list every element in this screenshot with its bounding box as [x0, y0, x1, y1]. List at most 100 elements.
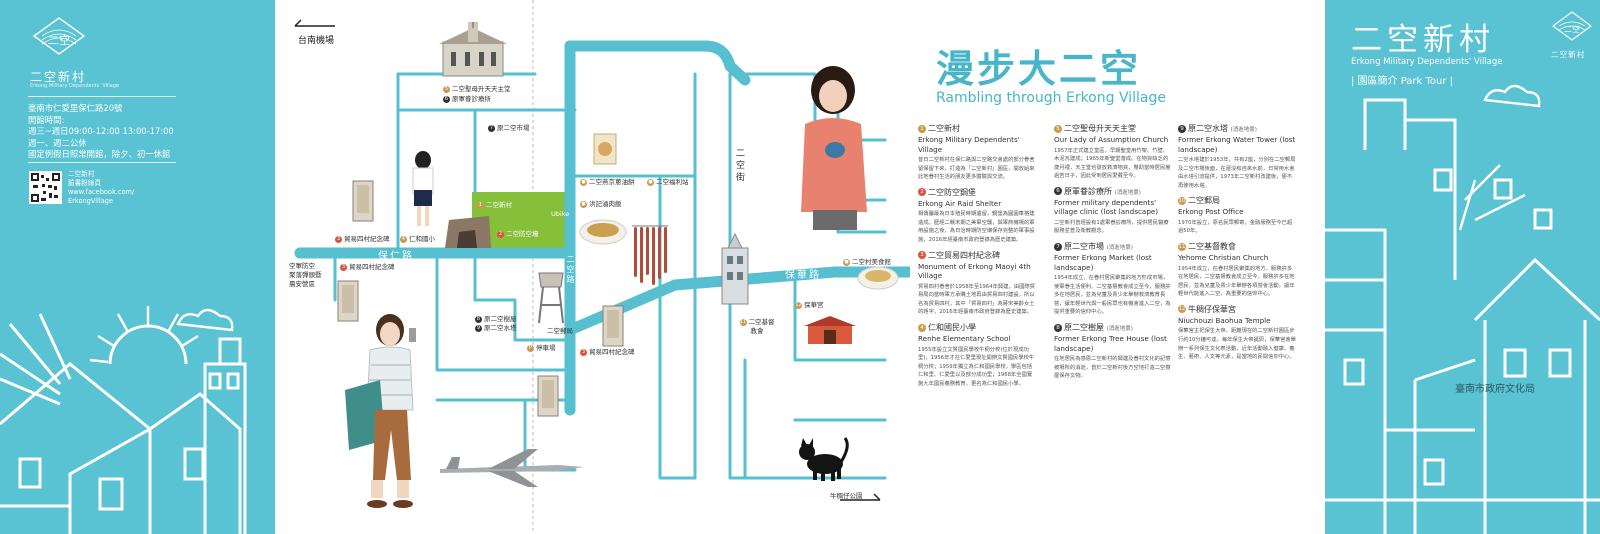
entry-name-zh: 二空郵局	[1188, 196, 1220, 206]
entry-description: 貿易四村眷舍於1958年至1964年興建，由國際貿易局向當時軍方承購土地再由貿易…	[918, 283, 1036, 316]
sausage-illustration	[632, 225, 668, 285]
woman-with-phone-illustration	[345, 314, 416, 508]
entry-description: 相傳屬最為日本殖民時期遺留，鋼堡為圓圓車格建造成。歷經二戰末期之美軍空襲，與軍商…	[918, 211, 1035, 244]
cover-skyline-illustration	[1325, 84, 1600, 534]
map-label-air-defense: 空軍防空 聚落彈頭暨 晨安營區	[289, 262, 322, 288]
map-label-village-food: ●二空村美食館	[843, 258, 891, 266]
entry-number: 11	[1178, 242, 1186, 251]
divider	[28, 96, 176, 97]
entry-name-zh: 原軍眷診療所	[1064, 186, 1112, 196]
road-erkong-road: 二空路	[566, 255, 575, 285]
logo-subtitle: Erkong Military Dependents' Village	[30, 83, 120, 89]
entry-name-en: Erkong Military Dependents' Village	[918, 135, 1020, 154]
entry-name-en: Yehome Christian Church	[1178, 253, 1269, 263]
visit-info: 臺南市仁愛里保仁路20號 開館時間: 週三~週日09:00-12:00 13:0…	[28, 103, 174, 161]
map-label-ubike[interactable]: Ubike	[551, 210, 570, 218]
entry-name-en: Erkong Air Raid Shelter	[918, 198, 1002, 208]
facebook-url-path[interactable]: ErkongVillage	[68, 197, 114, 205]
entry-number: 7	[1054, 242, 1062, 251]
logo-name: 二空新村	[30, 70, 87, 84]
entry-tag: (消逝地景)	[1106, 245, 1133, 252]
entry-name-zh: 牛稠仔保華宮	[1188, 304, 1236, 314]
fighter-jet-illustration	[440, 449, 584, 487]
black-cat-illustration	[799, 437, 849, 481]
entry-name-en: Former Erkong Market (lost landscape)	[1054, 253, 1152, 272]
map-label-breakfast: ●二空燕京蔥油餅	[580, 178, 635, 186]
entry-name-zh: 二空新村	[928, 124, 960, 133]
entry-name-zh: 二空聖母升天天主堂	[1064, 124, 1136, 133]
road-erkong-street: 二空街	[734, 148, 744, 184]
entry-name-en: Our Lady of Assumption Church	[1054, 135, 1169, 144]
address: 臺南市仁愛里保仁路20號	[28, 103, 123, 113]
map-roads-svg	[294, 0, 910, 534]
entry-number: 1	[918, 124, 926, 133]
entry-name-en: Former military dependents' village clin…	[1054, 197, 1159, 217]
entry-name-zh: 仁和國民小學	[928, 323, 976, 333]
divider	[28, 162, 176, 163]
village-food-illustration	[857, 266, 899, 290]
entry-number: 5	[1054, 124, 1062, 133]
cover-title: 二空新村	[1351, 22, 1495, 58]
svg-text:二空: 二空	[48, 33, 70, 47]
opening-hours: 週三~週日09:00-12:00 13:00-17:00	[28, 126, 174, 136]
entry-description: 1955年設立文賢國民學校牛稠分校(位於現成功里)，1956年才在仁愛里現址開辦…	[918, 346, 1035, 387]
scallion-pancake-illustration	[593, 133, 617, 165]
entry-name-en: Former Erkong Water Tower (lost landscap…	[1178, 135, 1296, 154]
page-title: 漫步大二空	[936, 47, 1142, 91]
water-tower-illustration	[538, 272, 564, 324]
cover-tour-label: | 園區簡介 Park Tour |	[1351, 76, 1454, 87]
monument-illustration	[337, 280, 359, 322]
entry-tag: (消逝地景)	[1114, 189, 1141, 196]
entry-name-zh: 原二空市場	[1064, 242, 1104, 252]
road-baohua: 保華路	[785, 270, 821, 281]
facebook-url[interactable]: www.facebook.com/	[68, 188, 135, 196]
qr-code-icon[interactable]	[29, 171, 62, 204]
map-label-post: 二空郵局	[547, 327, 573, 335]
entry-description: 二空新村曾經設有1處軍眷診療所，提供居民醫療服務並普及衛教觀念。	[1054, 219, 1169, 235]
closed-days: 週一、週二公休	[28, 137, 87, 148]
student-girl-illustration	[412, 151, 434, 226]
entry-name-zh: 二空防空鋼堡	[928, 187, 976, 197]
road-baoren: 保仁路	[378, 251, 414, 262]
entry-tag: (消逝地景)	[1106, 326, 1133, 333]
air-raid-shelter-illustration	[445, 216, 491, 248]
map-label-park: 牛稠仔公園	[830, 492, 863, 500]
right-cover-panel: 二空新村 Erkong Military Dependents' Village…	[1325, 0, 1600, 534]
monument-illustration	[352, 180, 374, 222]
qr-subtitle: 臉書粉絲頁	[68, 179, 101, 187]
entry-number: 8	[1054, 323, 1062, 332]
entry-number: 4	[918, 323, 926, 332]
entry-description: 1954年成立，在眷村居民聚集的地方形成市場，使軍眷生活便利、二空基督教會成立至…	[1054, 275, 1171, 316]
entry-number: 9	[1178, 124, 1186, 133]
post-office-building-illustration	[721, 232, 749, 305]
hours-label: 開館時間:	[28, 114, 65, 125]
entry-name-en: Monument of Erkong Maoyi 4th Village	[918, 261, 1031, 281]
entry-tag: (消逝地景)	[1230, 127, 1257, 133]
